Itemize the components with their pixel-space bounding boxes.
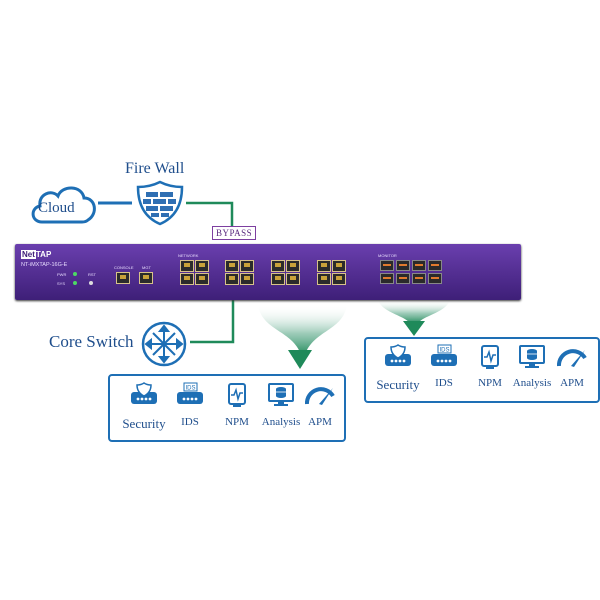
netTAP-appliance: NetTAP NT-iMXTAP-16G-E PWR SYS RST CONSO… — [15, 244, 521, 300]
monitor-sfp-port[interactable] — [412, 273, 426, 284]
mgt-label: MGT — [142, 265, 151, 270]
analysis-database-icon — [502, 344, 562, 375]
monitor-sfp-port[interactable] — [380, 260, 394, 271]
tool-label: NPM — [478, 377, 502, 389]
tool-label: IDS — [181, 416, 199, 428]
tool-label: Analysis — [261, 416, 301, 428]
network-port[interactable] — [332, 260, 346, 272]
tool-item-analysis: Analysis — [502, 339, 562, 399]
tool-label: NPM — [225, 416, 249, 428]
bypass-label: BYPASS — [212, 226, 257, 240]
tool-arrow-right — [403, 321, 425, 336]
network-port[interactable] — [286, 273, 300, 285]
tool-item-apm: APM — [290, 376, 350, 436]
network-port[interactable] — [240, 260, 254, 272]
core-switch-label: Core Switch — [49, 332, 134, 351]
network-label: NETWORK — [178, 253, 199, 258]
monitor-sfp-port[interactable] — [428, 260, 442, 271]
monitor-sfp-port[interactable] — [412, 260, 426, 271]
tool-arrow-left — [288, 350, 312, 369]
analysis-database-icon — [251, 382, 311, 413]
cloud-icon — [31, 186, 96, 224]
sys-label: SYS — [57, 281, 66, 286]
network-port[interactable] — [286, 260, 300, 272]
core-switch-icon — [141, 321, 187, 367]
console-label: CONSOLE — [114, 265, 134, 270]
tool-item-ids: IDS IDS — [160, 376, 220, 436]
rst-label: RST — [88, 272, 96, 277]
ids-appliance-icon: IDS — [160, 382, 220, 411]
network-port[interactable] — [195, 260, 209, 272]
apm-gauge-icon — [542, 344, 600, 375]
tool-item-ids: IDS IDS — [414, 339, 474, 399]
pwr-led — [73, 272, 77, 276]
tool-group-right: Security IDS IDS NPM Analysis APM — [364, 337, 600, 403]
tool-label: Security — [122, 416, 166, 431]
network-port[interactable] — [225, 260, 239, 272]
tool-label: Security — [376, 377, 420, 392]
tool-funnel-left — [258, 305, 347, 352]
tool-label: APM — [560, 377, 584, 389]
brand-net: Net — [21, 250, 36, 259]
apm-gauge-icon — [290, 382, 350, 413]
tool-label: Analysis — [512, 377, 552, 389]
monitor-sfp-port[interactable] — [396, 273, 410, 284]
firewall-label: Fire Wall — [125, 160, 185, 177]
network-port[interactable] — [317, 260, 331, 272]
network-port[interactable] — [180, 273, 194, 285]
network-port[interactable] — [195, 273, 209, 285]
tool-item-analysis: Analysis — [251, 376, 311, 436]
device-coreswitch-link — [190, 300, 235, 344]
model-label: NT-iMXTAP-16G-E — [21, 262, 68, 268]
ids-appliance-icon: IDS — [414, 344, 474, 373]
network-port[interactable] — [180, 260, 194, 272]
svg-text:IDS: IDS — [439, 348, 449, 354]
security-appliance-icon — [368, 344, 428, 373]
firewall-bypass-link — [186, 201, 234, 226]
network-port[interactable] — [271, 260, 285, 272]
npm-monitor-icon — [207, 382, 267, 413]
network-port[interactable] — [317, 273, 331, 285]
firewall-shield-icon — [136, 180, 184, 226]
tool-group-left: Security IDS IDS NPM Analysis APM — [108, 374, 346, 442]
rst-button[interactable] — [89, 281, 93, 285]
svg-text:IDS: IDS — [185, 386, 195, 392]
core-switch-node — [140, 320, 188, 368]
monitor-sfp-port[interactable] — [428, 273, 442, 284]
tool-item-apm: APM — [542, 339, 600, 399]
brand-logo: NetTAP — [21, 250, 51, 259]
cloud-label: Cloud — [38, 200, 75, 216]
tool-item-security: Security — [368, 339, 428, 399]
tool-item-npm: NPM — [207, 376, 267, 436]
sys-led — [73, 281, 77, 285]
tool-item-npm: NPM — [460, 339, 520, 399]
network-port[interactable] — [240, 273, 254, 285]
monitor-label: MONITOR — [378, 253, 397, 258]
tool-label: IDS — [435, 377, 453, 389]
network-port[interactable] — [225, 273, 239, 285]
tool-funnel-right — [378, 300, 450, 322]
mgt-port[interactable] — [139, 272, 153, 284]
network-port[interactable] — [332, 273, 346, 285]
tool-label: APM — [308, 416, 332, 428]
tool-item-security: Security — [114, 376, 174, 436]
npm-monitor-icon — [460, 344, 520, 375]
cloud-node: Cloud — [28, 180, 100, 228]
network-port[interactable] — [271, 273, 285, 285]
security-appliance-icon — [114, 382, 174, 411]
pwr-label: PWR — [57, 272, 67, 277]
monitor-sfp-port[interactable] — [396, 260, 410, 271]
firewall-node — [134, 180, 186, 226]
monitor-sfp-port[interactable] — [380, 273, 394, 284]
console-port[interactable] — [116, 272, 130, 284]
brand-tap: TAP — [35, 250, 52, 259]
